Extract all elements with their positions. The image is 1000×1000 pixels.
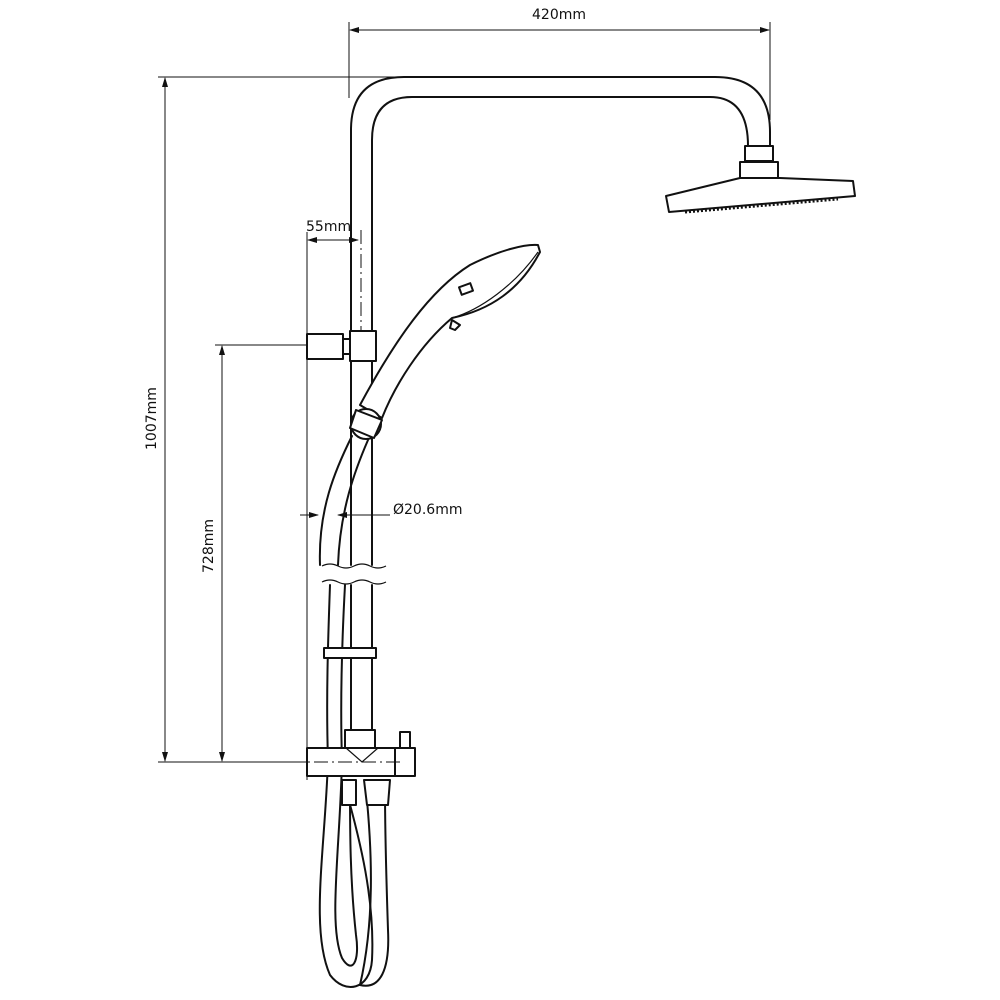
wall-bracket	[306, 330, 377, 362]
hand-shower	[349, 243, 541, 440]
dimension-outlet-height	[215, 344, 308, 762]
dimension-bracket-offset	[306, 230, 362, 780]
hose-diameter-label: Ø20.6mm	[393, 502, 463, 518]
overhead-shower-head	[665, 145, 856, 214]
dimension-total-height	[158, 76, 400, 763]
mixer-body	[290, 729, 416, 777]
outlet-height-label: 728mm	[201, 519, 217, 573]
total-height-label: 1007mm	[144, 387, 160, 450]
arm-length-label: 420mm	[532, 7, 586, 23]
bracket-offset-label: 55mm	[306, 219, 352, 235]
dimension-arm-length	[348, 22, 771, 120]
riser-pipe	[321, 76, 771, 736]
shower-hose	[318, 435, 391, 988]
